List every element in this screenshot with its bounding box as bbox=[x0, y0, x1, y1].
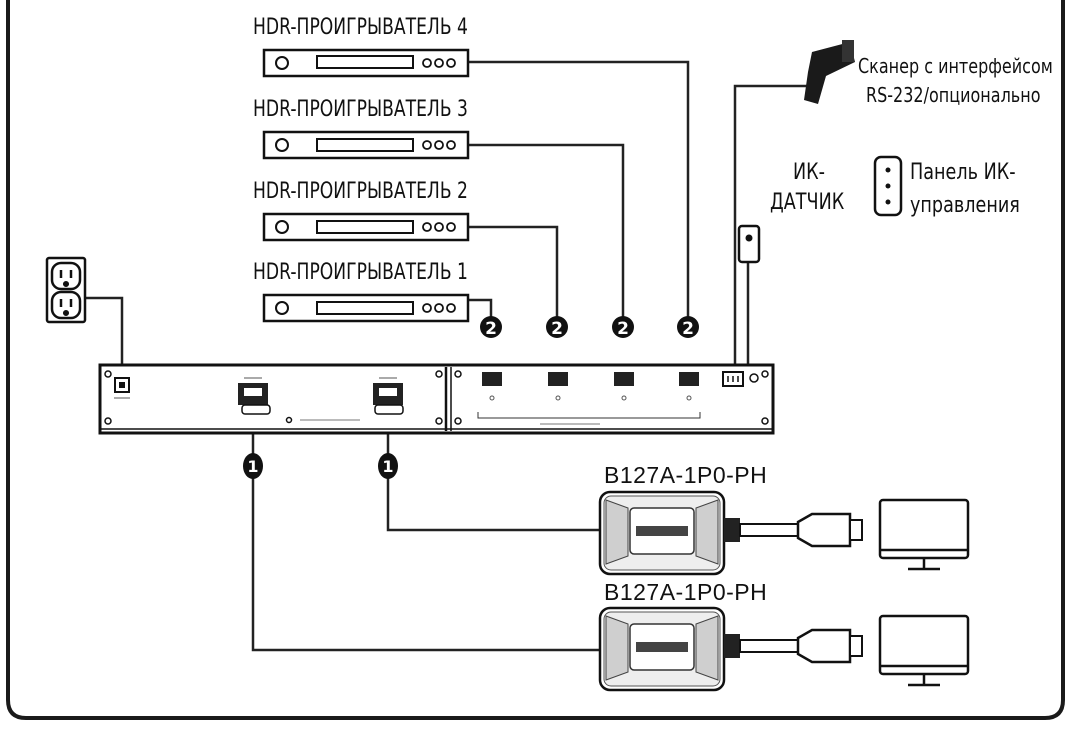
cable-output-1 bbox=[251, 425, 600, 652]
wall-outlet-icon bbox=[45, 256, 87, 324]
hdr-player-4 bbox=[262, 48, 470, 78]
player-3-label: HDR-ПРОИГРЫВАТЕЛЬ 3 bbox=[253, 97, 468, 122]
barcode-scanner-icon bbox=[804, 40, 855, 104]
ir-sensor-icon bbox=[737, 224, 761, 264]
ir-panel-label-line1: Панель ИК- bbox=[910, 160, 1016, 185]
extender-top-model: B127A-1P0-PH bbox=[604, 462, 768, 488]
extender-bottom-model: B127A-1P0-PH bbox=[604, 579, 768, 605]
power-cable bbox=[85, 296, 124, 365]
scanner-label-line2: RS-232/опционально bbox=[866, 83, 1041, 107]
callout-output-markers: 1 1 bbox=[243, 453, 398, 479]
player-2-label: HDR-ПРОИГРЫВАТЕЛЬ 2 bbox=[253, 179, 468, 204]
callout-1-b: 1 bbox=[382, 457, 393, 476]
hdr-player-1 bbox=[262, 293, 470, 323]
player-1-label: HDR-ПРОИГРЫВАТЕЛЬ 1 bbox=[253, 260, 468, 285]
player-4-label: HDR-ПРОИГРЫВАТЕЛЬ 4 bbox=[253, 15, 468, 40]
hdr-player-3 bbox=[262, 130, 470, 160]
cable-player-4 bbox=[468, 60, 690, 322]
outer-frame bbox=[6, 0, 1065, 720]
callout-input-markers: 2 2 2 2 bbox=[480, 316, 699, 339]
ir-control-panel-icon bbox=[873, 155, 903, 217]
extender-unit-top bbox=[598, 490, 863, 576]
cable-scanner bbox=[733, 84, 808, 368]
extender-unit-bottom bbox=[598, 606, 863, 692]
hdmi-switch-unit bbox=[98, 363, 775, 435]
callout-2-d: 2 bbox=[682, 319, 694, 339]
cables bbox=[85, 60, 808, 652]
callout-2-a: 2 bbox=[485, 319, 497, 339]
ir-sensor-label-line1: ИК- bbox=[793, 160, 826, 185]
ir-sensor-label-line2: ДАТЧИК bbox=[770, 190, 845, 215]
monitor-icon-bottom bbox=[878, 614, 970, 687]
hdr-player-2 bbox=[262, 212, 470, 242]
monitor-icon-top bbox=[878, 498, 970, 571]
cable-player-1 bbox=[468, 298, 493, 322]
ir-panel-label-line2: управления bbox=[910, 193, 1020, 218]
cable-output-2 bbox=[386, 425, 600, 532]
cable-player-2 bbox=[468, 225, 559, 322]
callout-2-b: 2 bbox=[551, 319, 563, 339]
callout-1-a: 1 bbox=[247, 457, 258, 476]
callout-2-c: 2 bbox=[617, 319, 629, 339]
cable-player-3 bbox=[468, 143, 625, 322]
scanner-label-line1: Сканер с интерфейсом bbox=[858, 54, 1053, 78]
